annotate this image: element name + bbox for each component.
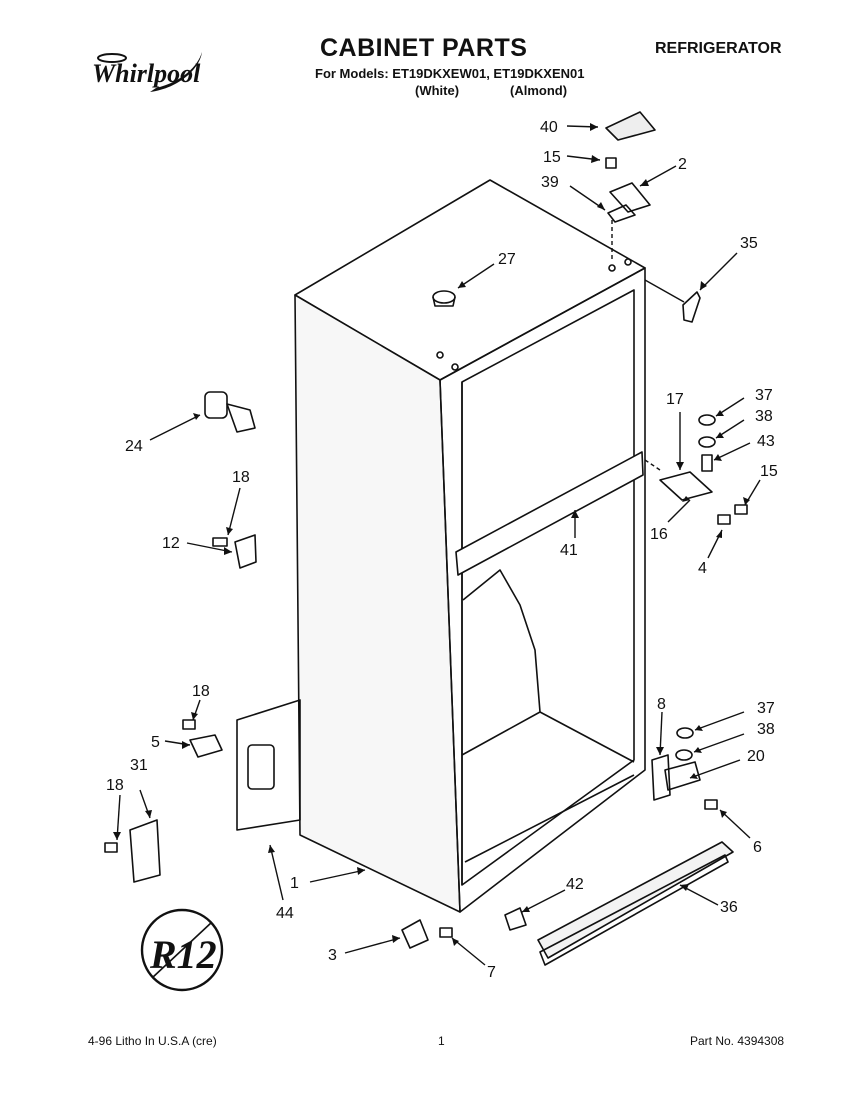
center-hinge bbox=[659, 471, 713, 501]
side-bracket bbox=[236, 699, 301, 831]
part-31 bbox=[129, 819, 161, 883]
variant-white: (White) bbox=[415, 83, 460, 98]
callout-15-right: 15 bbox=[760, 463, 778, 480]
callout-38-lower: 38 bbox=[757, 721, 775, 738]
cabinet-front-face bbox=[439, 267, 646, 913]
callout-17: 17 bbox=[666, 391, 684, 408]
callout-6: 6 bbox=[753, 839, 762, 856]
hinge-cover bbox=[605, 111, 656, 141]
r12-stamp-circle bbox=[140, 908, 224, 992]
cabinet-opening bbox=[461, 289, 635, 886]
callout-7: 7 bbox=[487, 964, 496, 981]
callout-38-upper: 38 bbox=[755, 408, 773, 425]
callout-44: 44 bbox=[276, 905, 294, 922]
cabinet-side-face bbox=[294, 294, 461, 913]
divider-mullion bbox=[455, 451, 644, 576]
part-35 bbox=[682, 291, 701, 323]
callout-4: 4 bbox=[698, 560, 707, 577]
callout-35: 35 bbox=[740, 235, 758, 252]
callout-27: 27 bbox=[498, 251, 516, 268]
callout-5: 5 bbox=[151, 734, 160, 751]
callout-39: 39 bbox=[541, 174, 559, 191]
callout-43: 43 bbox=[757, 433, 775, 450]
callout-42: 42 bbox=[566, 876, 584, 893]
models-line: For Models: ET19DKXEW01, ET19DKXEN01 bbox=[315, 66, 585, 81]
callout-12: 12 bbox=[162, 535, 180, 552]
appliance-category: REFRIGERATOR bbox=[655, 40, 782, 57]
callout-31: 31 bbox=[130, 757, 148, 774]
hinge-shim bbox=[607, 204, 636, 223]
variant-almond: (Almond) bbox=[510, 83, 568, 98]
callout-37-upper: 37 bbox=[755, 387, 773, 404]
callout-1: 1 bbox=[290, 875, 299, 892]
callout-37-lower: 37 bbox=[757, 700, 775, 717]
callout-16: 16 bbox=[650, 526, 668, 543]
callout-3: 3 bbox=[328, 947, 337, 964]
whirlpool-logo: Whirlpool bbox=[90, 48, 220, 101]
callout-18-upper: 18 bbox=[232, 469, 250, 486]
r12-stamp-text: R12 bbox=[149, 932, 217, 977]
brand-name: Whirlpool bbox=[92, 59, 201, 88]
callout-41: 41 bbox=[560, 542, 578, 559]
callout-2: 2 bbox=[678, 156, 687, 173]
callout-18-lower: 18 bbox=[106, 777, 124, 794]
callout-20: 20 bbox=[747, 748, 765, 765]
callout-24: 24 bbox=[125, 438, 143, 455]
base-grille bbox=[537, 841, 734, 959]
footer-page-number: 1 bbox=[438, 1034, 445, 1048]
callout-40: 40 bbox=[540, 119, 558, 136]
callout-8: 8 bbox=[657, 696, 666, 713]
page-title: CABINET PARTS bbox=[320, 34, 528, 62]
callout-15-top: 15 bbox=[543, 149, 561, 166]
footer-part-number: Part No. 4394308 bbox=[690, 1034, 785, 1048]
callout-36: 36 bbox=[720, 899, 738, 916]
footer-print-info: 4-96 Litho In U.S.A (cre) bbox=[88, 1034, 217, 1048]
callout-18-middle: 18 bbox=[192, 683, 210, 700]
bottom-hinge bbox=[651, 754, 671, 801]
top-hinge bbox=[609, 182, 651, 213]
